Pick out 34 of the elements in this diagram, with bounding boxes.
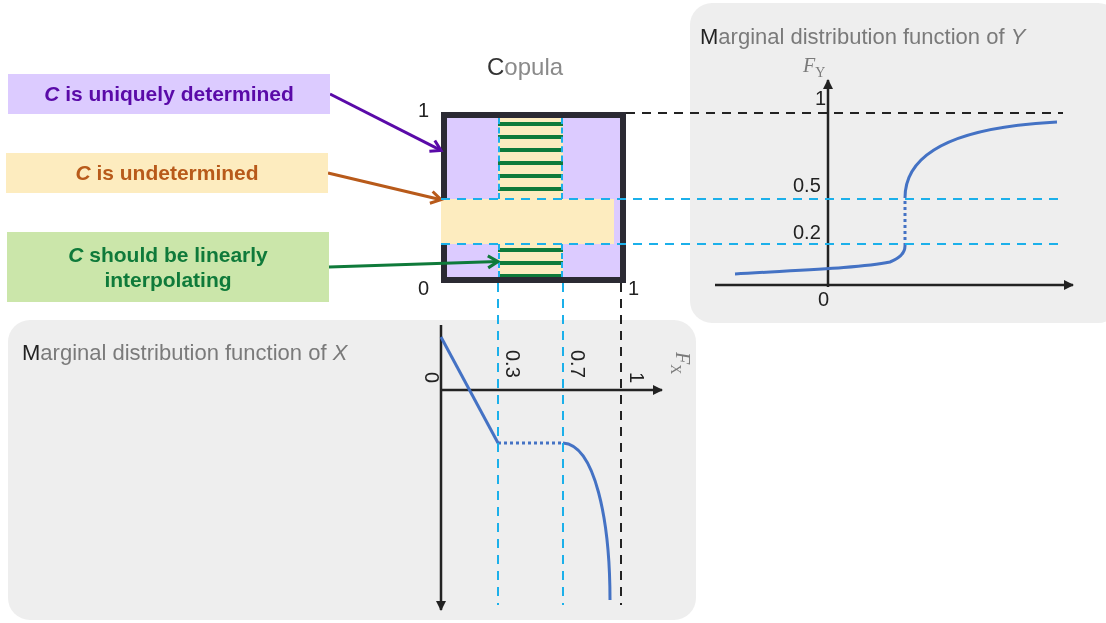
callout-text: C is undetermined <box>75 160 259 186</box>
copula-square <box>441 112 626 283</box>
tick-label: 0 <box>818 289 830 309</box>
band-region <box>441 199 614 244</box>
copula-label: Copula <box>487 55 564 79</box>
tick-label: 0 <box>422 372 442 384</box>
callout-box <box>8 74 330 114</box>
tick-label: 0 <box>418 278 430 298</box>
guide-line <box>497 282 499 606</box>
tick-label: 1 <box>418 100 430 120</box>
callout-text: C should be linearly interpolating <box>67 241 269 293</box>
chart-panel <box>690 3 1106 323</box>
panel-title: Marginal distribution function of Y <box>700 24 1026 50</box>
chart-panel <box>8 320 696 620</box>
arrow <box>329 92 443 153</box>
arrow <box>328 254 500 270</box>
axis-label: F$_{Y}$ <box>803 55 826 80</box>
arrow <box>327 171 443 205</box>
tick-label: 0.5 <box>793 175 821 195</box>
panel-title: Marginal distribution function of X <box>22 340 348 366</box>
callout-box <box>6 153 328 193</box>
tick-label: 0.7 <box>568 350 588 378</box>
tick-label: 1 <box>815 88 827 108</box>
tick-label: 1 <box>627 372 647 384</box>
tick-label: 1 <box>628 278 640 298</box>
guide-line <box>625 112 1064 114</box>
hatched-region <box>498 118 563 199</box>
tick-label: 0.2 <box>793 222 821 242</box>
callout-text: C is uniquely determined <box>44 81 294 107</box>
tick-label: 0.3 <box>503 350 523 378</box>
guide-line <box>620 282 622 606</box>
hatched-region <box>498 244 563 277</box>
callout-box <box>7 232 329 302</box>
guide-line <box>562 282 564 606</box>
